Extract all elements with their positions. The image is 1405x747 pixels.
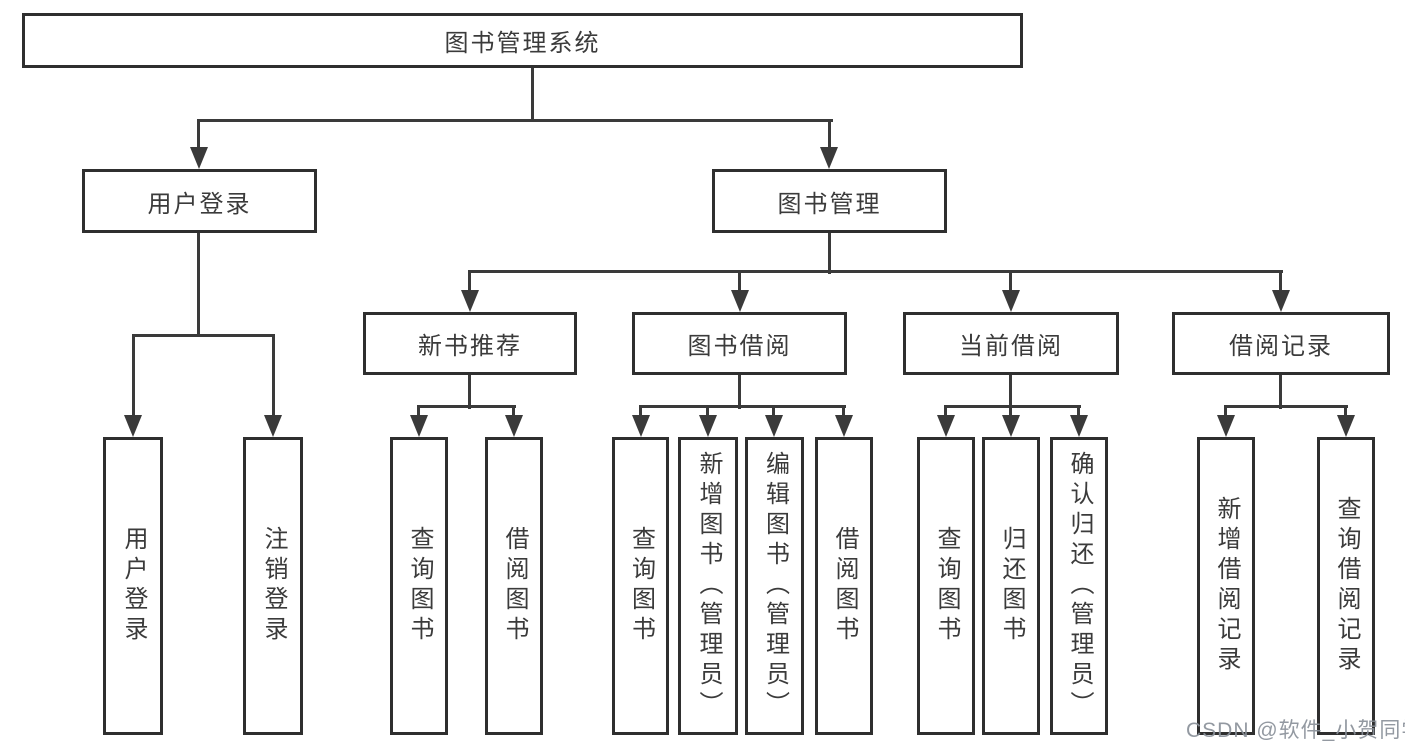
leaf-query-borrow-record-label: 查询借阅记录 [1333,496,1360,676]
leaf-return-book-label: 归还图书 [998,526,1025,646]
leaf-query-book-recommend-label: 查询图书 [406,526,433,646]
connector-v-line [468,375,471,409]
node-borrow-records: 借阅记录 [1172,312,1390,375]
leaf-add-borrow-record-label: 新增借阅记录 [1213,496,1240,676]
arrow-down [937,415,955,437]
leaf-edit-book-admin: 编辑图书（管理员） [745,437,804,735]
leaf-user-login-label: 用户登录 [120,526,147,646]
connector-v-line [1279,375,1282,409]
connector-h-line [468,270,1283,273]
node-book-borrowing: 图书借阅 [632,312,847,375]
connector-v-line [706,405,709,417]
leaf-user-login: 用户登录 [103,437,163,735]
leaf-confirm-return-admin: 确认归还（管理员） [1050,437,1108,735]
node-borrow-records-label: 借阅记录 [1229,333,1333,360]
connector-v-line [468,270,471,294]
arrow-down [1337,415,1355,437]
leaf-query-book-borrowing-label: 查询图书 [627,526,655,646]
arrow-down [264,415,282,437]
leaf-query-book-borrowing: 查询图书 [612,437,669,735]
csdn-watermark: CSDN @软件_小贺同学 [1186,719,1405,742]
arrow-down [190,147,208,169]
arrow-down [632,415,650,437]
connector-v-line [842,405,845,417]
leaf-add-borrow-record: 新增借阅记录 [1197,437,1255,735]
leaf-borrow-book-recommend-label: 借阅图书 [501,526,528,646]
connector-v-line [772,405,775,417]
node-book-management: 图书管理 [712,169,947,233]
connector-v-line [828,233,831,274]
node-current-borrowing: 当前借阅 [903,312,1119,375]
connector-v-line [944,405,947,417]
leaf-borrow-book-recommend: 借阅图书 [485,437,543,735]
connector-h-line [417,405,516,408]
connector-v-line [639,405,642,417]
leaf-return-book: 归还图书 [982,437,1040,735]
arrow-down [699,415,717,437]
connector-v-line [1077,405,1080,417]
arrow-down [1272,290,1290,312]
leaf-logout: 注销登录 [243,437,303,735]
arrow-down [835,415,853,437]
leaf-query-current-borrow: 查询图书 [917,437,975,735]
arrow-down [124,415,142,437]
connector-v-line [1224,405,1227,417]
leaf-query-current-borrow-label: 查询图书 [933,526,960,646]
connector-h-line [944,405,1081,408]
arrow-down [1002,290,1020,312]
connector-h-line [197,119,833,122]
leaf-logout-label: 注销登录 [260,526,287,646]
arrow-down [505,415,523,437]
connector-h-line [1224,405,1348,408]
node-current-borrowing-label: 当前借阅 [959,333,1063,360]
node-book-management-label: 图书管理 [777,190,882,218]
connector-v-line [272,334,275,417]
node-user-login-label: 用户登录 [147,190,252,218]
leaf-borrow-book-label: 借阅图书 [831,526,858,646]
leaf-add-book-admin: 新增图书（管理员） [678,437,738,735]
connector-v-line [132,334,135,417]
connector-v-line [828,119,831,151]
node-new-book-recommend: 新书推荐 [363,312,577,375]
arrow-down [1002,415,1020,437]
leaf-confirm-return-admin-label: 确认归还（管理员） [1066,451,1093,721]
connector-v-line [1009,375,1012,409]
connector-v-line [1009,405,1012,417]
connector-v-line [1344,405,1347,417]
node-book-borrowing-label: 图书借阅 [687,333,792,360]
connector-v-line [531,68,534,121]
arrow-down [461,290,479,312]
leaf-query-book-recommend: 查询图书 [390,437,448,735]
connector-v-line [738,270,741,294]
arrow-down [820,147,838,169]
connector-h-line [639,405,846,408]
leaf-query-borrow-record: 查询借阅记录 [1317,437,1375,735]
node-root-label: 图书管理系统 [444,30,601,57]
connector-v-line [1279,270,1282,294]
arrow-down [1070,415,1088,437]
connector-v-line [197,119,200,151]
connector-v-line [1009,270,1012,294]
connector-v-line [197,233,200,337]
connector-v-line [738,375,741,409]
leaf-add-book-admin-label: 新增图书（管理员） [695,451,722,721]
leaf-borrow-book: 借阅图书 [815,437,873,735]
arrow-down [765,415,783,437]
leaf-edit-book-admin-label: 编辑图书（管理员） [761,451,789,721]
arrow-down [731,290,749,312]
node-new-book-recommend-label: 新书推荐 [418,333,522,360]
arrow-down [1217,415,1235,437]
connector-v-line [512,405,515,417]
connector-v-line [417,405,420,417]
node-root: 图书管理系统 [22,13,1023,68]
connector-h-line [132,334,275,337]
arrow-down [410,415,428,437]
node-user-login: 用户登录 [82,169,317,233]
